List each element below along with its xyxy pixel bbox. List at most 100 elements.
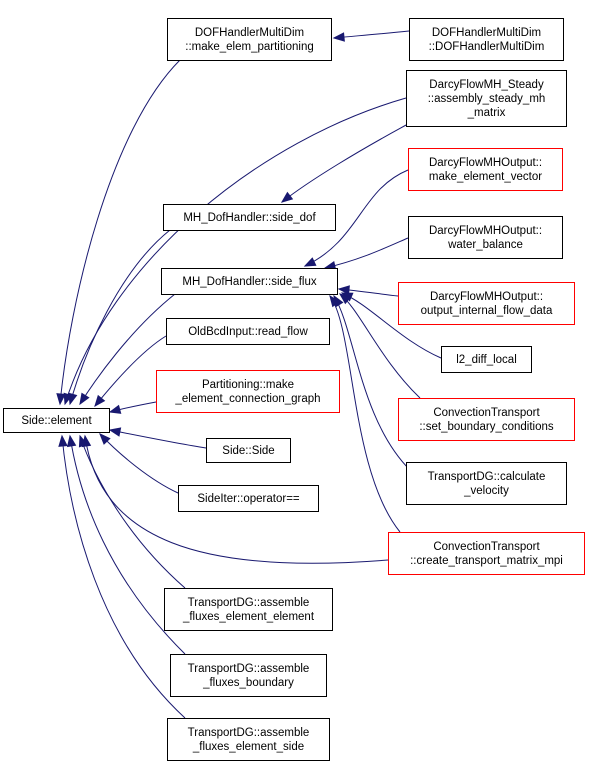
edge-transportdg-assemble-elem-elem-to-side-element (79, 435, 186, 589)
node-sideiter-operator-eq[interactable]: SideIter::operator== (178, 485, 319, 512)
node-old-bcd-read-flow[interactable]: OldBcdInput::read_flow (166, 318, 330, 345)
node-label-line: _fluxes_element_element (182, 611, 315, 623)
node-label-line: l2_diff_local (456, 354, 517, 366)
node-dofh-constructor[interactable]: DOFHandlerMultiDim::DOFHandlerMultiDim (409, 18, 564, 61)
node-box (441, 346, 532, 373)
node-darcy-output-water-balance[interactable]: DarcyFlowMHOutput::water_balance (408, 216, 563, 259)
node-box (178, 485, 319, 512)
arrowhead-mh-side-dof-to-side-element (68, 392, 78, 406)
node-label-line: ::create_transport_matrix_mpi (410, 555, 563, 567)
node-box (398, 398, 575, 441)
node-box (164, 588, 333, 631)
arrowhead-darcy-output-internal-flow-to-mh-side-flux (337, 285, 350, 295)
node-label-line: output_internal_flow_data (421, 305, 553, 317)
node-box (406, 70, 567, 127)
arrowhead-transportdg-assemble-elem-elem-to-side-element (78, 434, 88, 448)
node-label-line: water_balance (447, 239, 523, 251)
node-label-line: _matrix (467, 107, 506, 119)
node-box (156, 370, 340, 413)
node-darcy-output-internal-flow[interactable]: DarcyFlowMHOutput::output_internal_flow_… (398, 282, 575, 325)
node-label-line: _fluxes_element_side (192, 741, 304, 753)
edge-transportdg-assemble-boundary-to-side-element (69, 435, 186, 655)
node-label-line: DarcyFlowMHOutput:: (430, 291, 543, 303)
edge-sideiter-operator-eq-to-side-element (99, 433, 179, 494)
node-box (408, 216, 563, 259)
node-label-line: ::make_elem_partitioning (185, 41, 314, 53)
arrowhead-mh-side-flux-to-side-element (79, 392, 90, 406)
call-edges (56, 30, 442, 719)
arrowhead-transportdg-assemble-boundary-to-side-element (66, 434, 77, 448)
node-label-line: SideIter::operator== (197, 493, 300, 505)
node-label-line: ::assembly_steady_mh (428, 93, 546, 105)
node-label-line: TransportDG::calculate (428, 471, 546, 483)
node-label-line: Side::Side (222, 445, 274, 457)
node-box (166, 318, 330, 345)
node-box (167, 718, 330, 761)
node-label-line: _velocity (463, 485, 509, 497)
arrowhead-old-bcd-read-flow-to-side-element (94, 394, 106, 408)
arrowhead-partitioning-make-graph-to-side-element (108, 404, 122, 414)
arrowhead-convection-create-matrix-mpi-to-mh-side-flux (329, 294, 341, 308)
node-box (163, 204, 336, 231)
node-label-line: Side::element (21, 415, 92, 427)
node-mh-side-dof[interactable]: MH_DofHandler::side_dof (163, 204, 336, 231)
edge-darcy-output-make-element-vector-to-mh-side-flux (304, 169, 409, 267)
edge-old-bcd-read-flow-to-side-element (94, 335, 167, 407)
edge-transportdg-calc-velocity-to-mh-side-flux (333, 295, 411, 471)
node-label-line: Partitioning::make (202, 379, 294, 391)
node-label-line: make_element_vector (429, 171, 542, 183)
node-label-line: DOFHandlerMultiDim (195, 27, 304, 39)
node-label-line: _element_connection_graph (174, 393, 320, 405)
node-box (408, 148, 563, 191)
edge-convection-create-matrix-mpi-to-mh-side-flux (329, 295, 401, 533)
arrowhead-convection-set-boundary-to-mh-side-flux (338, 293, 352, 305)
edge-transportdg-assemble-elem-side-to-side-element (61, 435, 186, 719)
arrowhead-dofh-constructor-to-dofh-make-elem-partitioning (332, 32, 345, 42)
node-label-line: DarcyFlowMH_Steady (429, 79, 544, 91)
node-label-line: DarcyFlowMHOutput:: (429, 157, 542, 169)
node-box (161, 268, 338, 295)
node-label-line: ConvectionTransport (433, 541, 540, 553)
node-box (3, 408, 110, 433)
node-l2-diff-local[interactable]: l2_diff_local (441, 346, 532, 373)
node-label-line: DOFHandlerMultiDim (432, 27, 541, 39)
edge-darcy-assembly-steady-to-side-element (64, 97, 407, 405)
node-convection-create-matrix-mpi[interactable]: ConvectionTransport::create_transport_ma… (388, 532, 585, 575)
node-side-element[interactable]: Side::element (3, 408, 110, 433)
node-box (409, 18, 564, 61)
arrowhead-darcy-assembly-steady-to-mh-side-dof (280, 191, 294, 203)
node-dofh-make-elem-partitioning[interactable]: DOFHandlerMultiDim::make_elem_partitioni… (167, 18, 332, 61)
node-partitioning-make-graph[interactable]: Partitioning::make_element_connection_gr… (156, 370, 340, 413)
edge-mh-side-flux-to-side-element (79, 293, 176, 405)
node-label-line: TransportDG::assemble (188, 663, 310, 675)
edge-mh-side-dof-to-side-element (69, 229, 171, 405)
node-label-line: _fluxes_boundary (202, 677, 294, 689)
node-side-side[interactable]: Side::Side (206, 438, 291, 463)
arrowhead-transportdg-assemble-elem-side-to-side-element (58, 434, 68, 447)
function-nodes: Side::element DOFHandlerMultiDim::make_el… (3, 18, 585, 761)
node-box (206, 438, 291, 463)
node-darcy-assembly-steady[interactable]: DarcyFlowMH_Steady::assembly_steady_mh_m… (406, 70, 567, 127)
node-convection-set-boundary[interactable]: ConvectionTransport::set_boundary_condit… (398, 398, 575, 441)
node-transportdg-assemble-elem-side[interactable]: TransportDG::assemble_fluxes_element_sid… (167, 718, 330, 761)
edge-dofh-make-elem-partitioning-to-side-element (59, 59, 181, 405)
node-box (170, 654, 327, 697)
node-transportdg-assemble-elem-elem[interactable]: TransportDG::assemble_fluxes_element_ele… (164, 588, 333, 631)
node-label-line: OldBcdInput::read_flow (188, 326, 308, 338)
node-transportdg-assemble-boundary[interactable]: TransportDG::assemble_fluxes_boundary (170, 654, 327, 697)
node-label-line: TransportDG::assemble (188, 597, 310, 609)
node-label-line: ConvectionTransport (433, 407, 540, 419)
node-label-line: ::set_boundary_conditions (419, 421, 554, 433)
node-box (167, 18, 332, 61)
node-darcy-output-make-element-vector[interactable]: DarcyFlowMHOutput::make_element_vector (408, 148, 563, 191)
edge-darcy-output-water-balance-to-mh-side-flux (324, 237, 409, 269)
node-transportdg-calc-velocity[interactable]: TransportDG::calculate_velocity (406, 462, 567, 505)
edge-side-side-to-side-element (109, 429, 207, 449)
edge-l2-diff-local-to-mh-side-flux (341, 292, 442, 359)
arrowhead-side-side-to-side-element (108, 427, 122, 437)
node-label-line: ::DOFHandlerMultiDim (429, 41, 545, 53)
node-label-line: TransportDG::assemble (188, 727, 310, 739)
edge-dofh-constructor-to-dofh-make-elem-partitioning (333, 30, 410, 39)
node-mh-side-flux[interactable]: MH_DofHandler::side_flux (161, 268, 338, 295)
